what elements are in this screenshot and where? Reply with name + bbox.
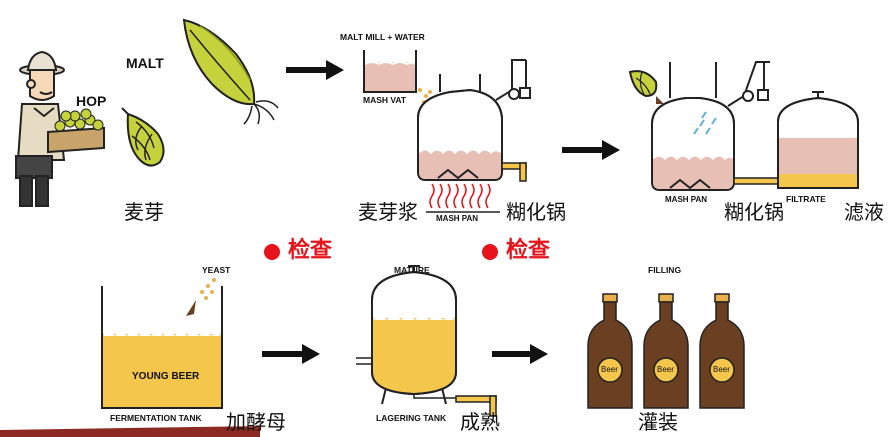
beer-bottle [643, 293, 689, 409]
bottle-label-2: Beer [657, 365, 674, 374]
label-malt: MALT [126, 55, 164, 71]
label-mash-vat: MASH VAT [363, 95, 407, 105]
arrow-icon [262, 344, 320, 364]
caption-malt-mash: 麦芽浆 [358, 200, 418, 224]
label-yeast: YEAST [202, 265, 231, 275]
label-filling: FILLING [648, 265, 682, 275]
label-mature: MATURE [394, 265, 430, 275]
label-mash-pan-2: MASH PAN [665, 195, 708, 204]
caption-filtrate: 滤液 [844, 200, 884, 224]
filtrate-tank [777, 91, 859, 189]
lagering-tank [356, 265, 497, 417]
mash-pan-vessel-2 [651, 61, 779, 191]
checkpoint-label-1: 检查 [288, 238, 333, 263]
label-fermentation-tank: FERMENTATION TANK [110, 413, 202, 423]
caption-mature: 成熟 [460, 410, 500, 434]
label-hop: HOP [76, 93, 107, 109]
yeast-drops [186, 278, 216, 316]
arrow-icon [492, 344, 548, 364]
mash-pan-vessel [417, 59, 531, 182]
checkpoint-label-2: 检查 [506, 238, 551, 263]
arrow-icon [286, 60, 344, 80]
label-mash-pan-1: MASH PAN [436, 214, 479, 223]
caption-mash-pan-1: 糊化锅 [506, 200, 566, 224]
farmer-illustration [15, 50, 105, 207]
caption-mash-pan-2: 糊化锅 [724, 200, 784, 224]
malt-seed-icon [182, 18, 279, 125]
heat-coils [429, 183, 491, 209]
mash-vat [363, 50, 417, 93]
beer-bottle [587, 293, 633, 409]
bottom-bar [0, 426, 260, 437]
check-dot-icon [482, 244, 498, 260]
beer-bottle [699, 293, 745, 409]
label-malt-mill-water: MALT MILL + WATER [340, 32, 425, 42]
label-young-beer: YOUNG BEER [132, 371, 200, 382]
bottle-label-1: Beer [601, 365, 618, 374]
hop-cone-small-icon [628, 70, 664, 104]
fermentation-tank [101, 286, 223, 409]
caption-add-yeast: 加酵母 [226, 410, 286, 434]
arrow-icon [562, 140, 620, 160]
bottle-label-3: Beer [713, 365, 730, 374]
check-dot-icon [264, 244, 280, 260]
hop-cone-icon [121, 107, 165, 167]
caption-malt: 麦芽 [124, 200, 164, 224]
label-lagering-tank: LAGERING TANK [376, 413, 447, 423]
caption-filling: 灌装 [638, 410, 678, 434]
label-filtrate: FILTRATE [786, 194, 826, 204]
